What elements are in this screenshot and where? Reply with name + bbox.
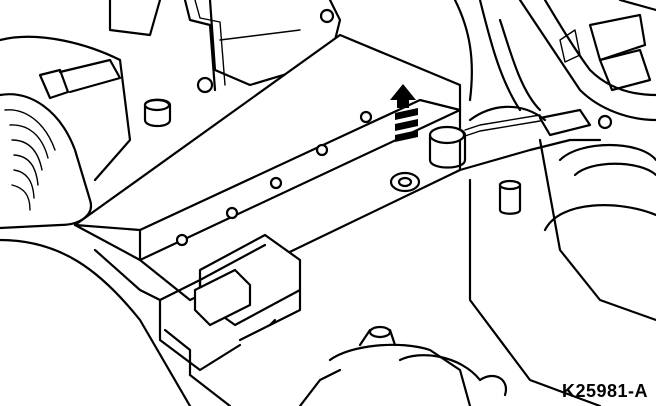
figure-reference-code: K25981-A	[561, 381, 648, 401]
mounting-bolt	[389, 125, 467, 193]
corrugated-hose-left	[0, 35, 122, 230]
lower-assembly	[188, 325, 508, 406]
control-module-housing	[73, 33, 462, 302]
inner-fender-left	[0, 238, 192, 406]
electrical-connector	[158, 233, 302, 377]
up-arrow-with-bars-icon	[390, 84, 418, 142]
wire-harness	[453, 0, 592, 137]
strut-bracket-right	[458, 114, 656, 406]
upper-right-hoses	[518, 0, 656, 122]
upper-brackets	[93, 0, 342, 182]
